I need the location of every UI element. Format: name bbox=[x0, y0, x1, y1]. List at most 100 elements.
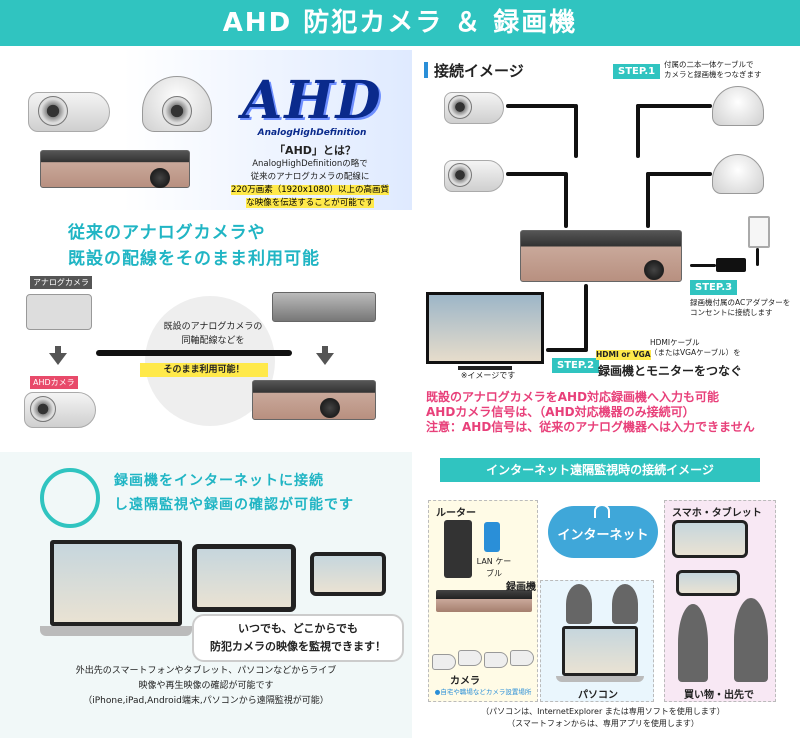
dvr-knob-icon bbox=[320, 398, 340, 418]
compat-notes: 既設のアナログカメラをAHD対応録画機へ入力も可能 AHDカメラ信号は、（AHD… bbox=[426, 390, 798, 435]
laptop-base bbox=[40, 626, 192, 636]
dome-camera-2 bbox=[712, 154, 764, 194]
phone-image bbox=[676, 570, 740, 596]
mini-camera-icon bbox=[432, 654, 456, 670]
wifi-icon bbox=[594, 504, 610, 518]
network-camera-label: カメラ bbox=[450, 676, 480, 687]
arrow-down-icon bbox=[49, 353, 67, 365]
hdmi-note: HDMIケーブル （またはVGAケーブル）を bbox=[650, 338, 790, 358]
cable bbox=[574, 104, 578, 158]
pc-label: パソコン bbox=[578, 690, 618, 701]
step3-badge: STEP.3 bbox=[690, 280, 738, 295]
ahd-camera-label: AHDカメラ bbox=[30, 376, 78, 389]
compat-note: 既設のアナログカメラをAHD対応録画機へ入力も可能 bbox=[426, 390, 720, 404]
reuse-heading-1: 従来のアナログカメラや bbox=[68, 223, 266, 243]
camera-lens-icon bbox=[448, 95, 472, 119]
camera-lens-icon bbox=[38, 96, 68, 126]
router-label: ルーター bbox=[436, 508, 476, 519]
ahd-description: AnalogHighDefinitionの略で 従来のアナログカメラの配線に 2… bbox=[210, 158, 410, 210]
shopper-icon bbox=[678, 604, 708, 682]
mini-camera-icon bbox=[510, 650, 534, 666]
hdmi-label: HDMI or VGA bbox=[596, 350, 651, 360]
arrow-stem bbox=[55, 346, 61, 354]
ahd-camera-lens-icon bbox=[30, 396, 56, 422]
step3-note-line: コンセントに接続します bbox=[690, 308, 773, 317]
ahd-desc-line: な映像を伝送することが可能です bbox=[210, 197, 410, 210]
router-image bbox=[444, 520, 472, 578]
tablet-image bbox=[192, 544, 296, 612]
bubble-line: 防犯カメラの映像を監視できます！ bbox=[210, 640, 386, 653]
cable bbox=[636, 104, 640, 158]
person-icon bbox=[566, 584, 592, 624]
arrow-down-icon bbox=[316, 353, 334, 365]
camera-lens-icon bbox=[448, 163, 472, 187]
reuse-highlight: そのまま利用可能！ bbox=[140, 363, 268, 377]
network-dvr-label: 録画機 bbox=[506, 582, 536, 593]
remote-description: 外出先のスマートフォンやタブレット、パソコンなどからライブ 映像や再生映像の確認… bbox=[8, 664, 404, 709]
hdmi-note-line: （またはVGAケーブル）を bbox=[650, 348, 741, 357]
lan-cable-icon bbox=[484, 522, 500, 552]
ahd-desc-highlight: な映像を伝送することが可能です bbox=[246, 198, 374, 208]
remote-heading-1: 録画機をインターネットに接続 bbox=[114, 473, 324, 489]
person-icon bbox=[612, 584, 638, 624]
globe-icon bbox=[40, 468, 100, 528]
shopping-label: 買い物・出先で bbox=[684, 690, 754, 701]
remote-text-line: （iPhone,iPad,Android端末,パソコンから遠隔監視が可能） bbox=[83, 696, 329, 706]
arrow-stem bbox=[322, 346, 328, 354]
cable bbox=[564, 172, 568, 228]
analog-camera-label: アナログカメラ bbox=[30, 276, 92, 289]
mini-camera-icon bbox=[458, 650, 482, 666]
network-caption: （パソコンは、InternetExplorer または専用ソフトを使用します） … bbox=[428, 706, 778, 730]
laptop-screen bbox=[50, 540, 182, 626]
ahd-logo-subtitle: AnalogHighDefinition bbox=[257, 128, 367, 138]
coax-cable bbox=[96, 350, 292, 356]
lan-label: LAN ケーブル bbox=[476, 557, 512, 578]
power-cable bbox=[690, 264, 716, 267]
remote-heading-2: し遠隔監視や録画の確認が可能です bbox=[114, 497, 354, 513]
section-bar bbox=[424, 62, 428, 78]
step1-note-line: カメラと録画機をつなぎます bbox=[664, 70, 762, 79]
compat-note: AHDカメラ信号は、（AHD対応機器のみ接続可） bbox=[426, 405, 695, 419]
caption-line: （パソコンは、InternetExplorer または専用ソフトを使用します） bbox=[481, 707, 725, 716]
ahd-desc-line: 220万画素（1920x1080）以上の高画質 bbox=[210, 184, 410, 197]
shopper-icon bbox=[734, 598, 768, 682]
step3-note: 録画機付属のACアダプターを コンセントに接続します bbox=[690, 298, 800, 318]
remote-text-line: 映像や再生映像の確認が可能です bbox=[138, 681, 274, 691]
monitor-image bbox=[426, 292, 544, 364]
ahd-desc-line: AnalogHighDefinitionの略で bbox=[252, 159, 368, 169]
page-banner: AHD 防犯カメラ ＆ 録画機 bbox=[0, 0, 800, 46]
circle-line: 既設のアナログカメラの bbox=[163, 322, 263, 332]
network-banner: インターネット遠隔監視時の接続イメージ bbox=[440, 458, 760, 482]
connection-title: 接続イメージ bbox=[434, 62, 524, 80]
ahd-logo: AHD bbox=[242, 70, 383, 131]
analog-camera-image bbox=[26, 294, 92, 330]
pc-screen bbox=[562, 626, 638, 676]
dvr-knob-icon bbox=[150, 168, 170, 188]
power-outlet-icon bbox=[748, 216, 770, 248]
monitor-caption: ※イメージです bbox=[460, 371, 516, 380]
remote-text-line: 外出先のスマートフォンやタブレット、パソコンなどからライブ bbox=[75, 666, 337, 676]
step1-note-line: 付属の二本一体ケーブルで bbox=[664, 60, 754, 69]
cable bbox=[636, 104, 712, 108]
cable bbox=[506, 172, 566, 176]
reuse-circle-text: 既設のアナログカメラの 同軸配線などを bbox=[128, 320, 298, 348]
mini-camera-icon bbox=[484, 652, 508, 668]
hdmi-cable bbox=[584, 284, 588, 350]
cable bbox=[646, 172, 650, 228]
monitor-stand bbox=[458, 366, 512, 370]
dome-camera-1 bbox=[712, 86, 764, 126]
ahd-desc-highlight: 220万画素（1920x1080）以上の高画質 bbox=[230, 185, 390, 195]
camera-site-note: ●自宅や職場などカメラ設置場所 bbox=[434, 688, 532, 696]
network-dvr-image bbox=[436, 590, 532, 612]
step2-badge: STEP.2 bbox=[552, 358, 600, 373]
pc-base bbox=[556, 676, 644, 682]
cable bbox=[646, 172, 712, 176]
cable bbox=[506, 104, 576, 108]
tablet-image bbox=[672, 520, 748, 558]
step1-badge: STEP.1 bbox=[613, 64, 661, 79]
analog-dvr-image bbox=[272, 292, 376, 322]
reuse-heading-2: 既設の配線をそのまま利用可能 bbox=[68, 249, 320, 269]
remote-bubble: いつでも、どこからでも 防犯カメラの映像を監視できます！ bbox=[192, 614, 404, 662]
ac-adapter-icon bbox=[716, 258, 746, 272]
step2-text: 録画機とモニターをつなぐ bbox=[598, 364, 743, 378]
